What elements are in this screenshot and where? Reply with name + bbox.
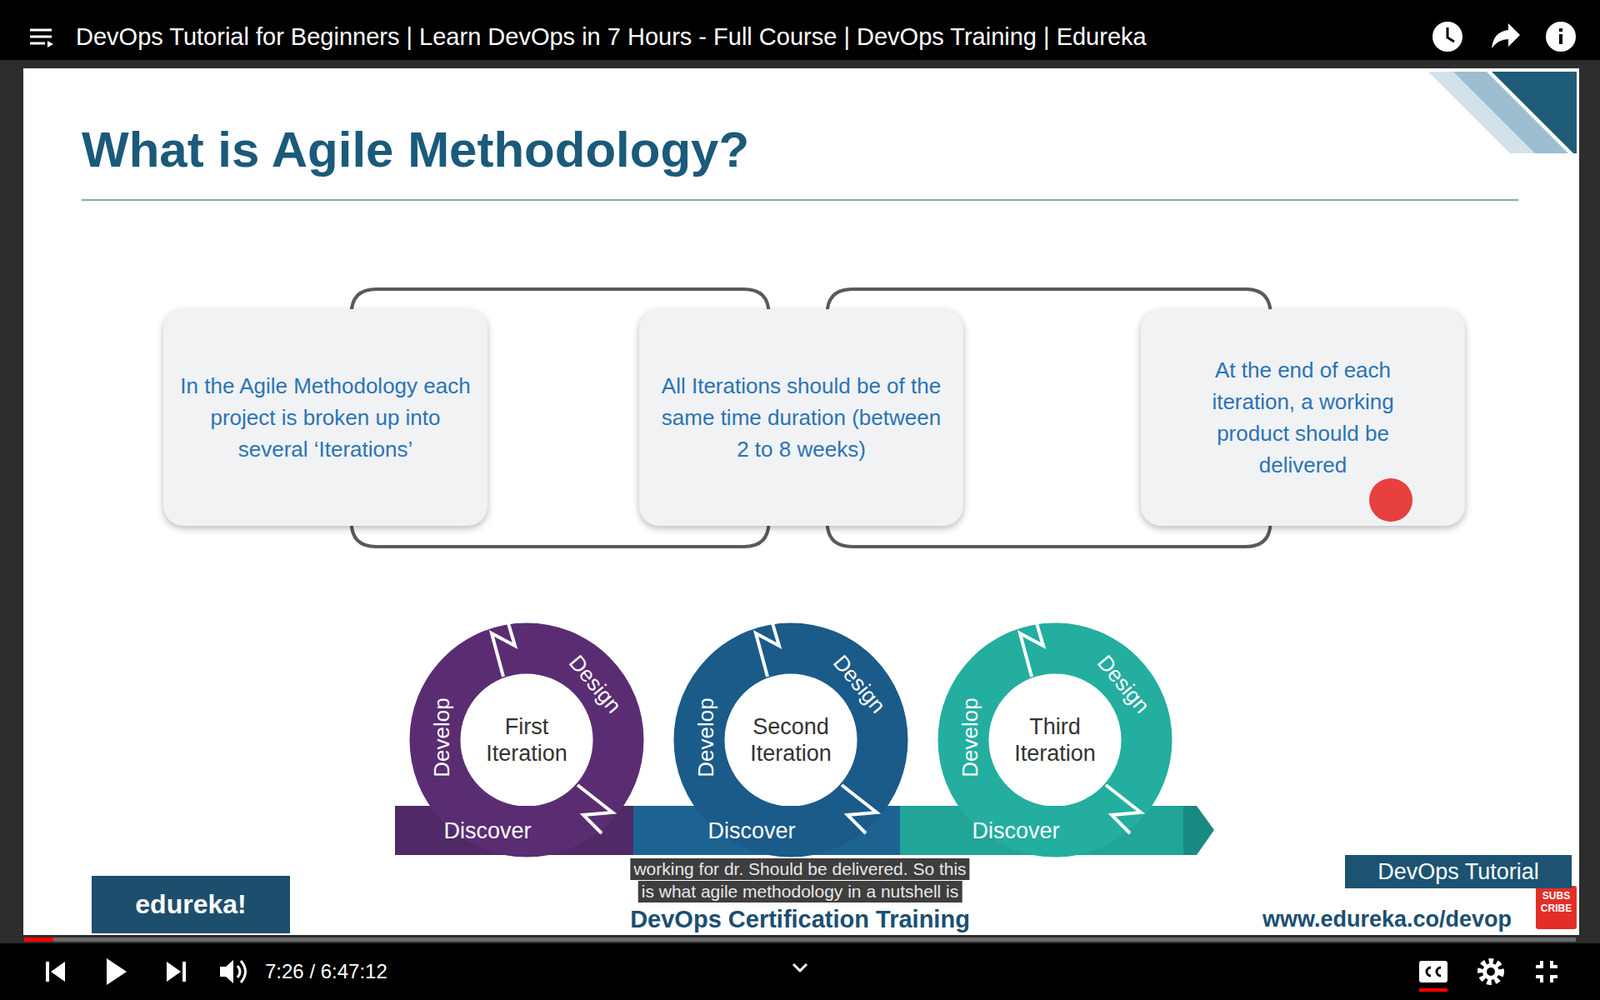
settings-icon: [1480, 961, 1501, 982]
footer-text: DevOps Certification Training: [508, 905, 1092, 934]
pointer-dot: [1369, 478, 1413, 522]
iteration-cycle: First IterationDesignDevelopDiscover: [409, 622, 645, 858]
subscribe-badge: [1535, 885, 1577, 930]
phase-label: Design: [827, 650, 891, 719]
iteration-name: Second Iteration: [728, 713, 854, 767]
clock-icon: [1432, 21, 1463, 52]
subtitle-line: is what agile methodology in a nutshell …: [638, 880, 963, 903]
playlist-icon: [30, 30, 54, 48]
iteration-cycle: Third IterationDesignDevelopDiscover: [937, 622, 1173, 858]
iteration-name: Third Iteration: [992, 713, 1118, 767]
phase-label: Discover: [443, 818, 531, 845]
captions-icon: [1419, 960, 1448, 992]
box-text: In the Agile Methodology each project is…: [180, 370, 472, 465]
fullscreen-exit-icon: [1535, 960, 1558, 983]
progress-track: [24, 937, 1576, 942]
iteration-cycle: Second IterationDesignDevelopDiscover: [673, 622, 909, 858]
process-box: At the end of each iteration, a working …: [1140, 309, 1465, 526]
pointer-dot: [1365, 475, 1416, 525]
iteration-ring: [435, 623, 619, 834]
share-icon: [1491, 23, 1520, 49]
play-icon: [106, 958, 127, 985]
iteration-name: First Iteration: [464, 713, 590, 767]
badge-text: SUBS: [1535, 890, 1577, 902]
box-text: At the end of each iteration, a working …: [1190, 354, 1416, 481]
footer-tag: DevOps Tutorial: [1345, 855, 1572, 889]
previous-icon: [45, 961, 65, 982]
control-bar: [0, 943, 1600, 1000]
info-icon: [1545, 21, 1576, 52]
time-display: 7:26 / 6:47:12: [265, 960, 388, 984]
iteration-ring: [963, 623, 1147, 834]
phase-label: Develop: [693, 697, 720, 777]
footer-url: www.edureka.co/devop: [1262, 906, 1512, 933]
phase-label: Develop: [957, 697, 984, 777]
process-box: All Iterations should be of the same tim…: [639, 309, 964, 526]
volume-icon: [220, 960, 246, 984]
chevron-icon: [793, 964, 807, 971]
slide: [23, 68, 1580, 935]
slide-title: What is Agile Methodology?: [81, 120, 750, 180]
iteration-ring: [699, 623, 883, 834]
logo-text: edureka!: [91, 875, 290, 934]
corner-decoration: [1428, 71, 1577, 154]
phase-label: Develop: [429, 697, 455, 777]
video-title: DevOps Tutorial for Beginners | Learn De…: [75, 22, 1147, 51]
next-icon: [166, 961, 186, 982]
phase-label: Discover: [971, 818, 1060, 845]
phase-label: Discover: [707, 818, 795, 845]
box-text: All Iterations should be of the same tim…: [655, 370, 948, 465]
top-bar: [0, 0, 1600, 60]
progress-played: [24, 937, 54, 942]
process-box: In the Agile Methodology each project is…: [163, 309, 488, 526]
subtitle-line: working for dr. Should be delivered. So …: [630, 858, 970, 880]
badge-text: CRIBE: [1535, 902, 1577, 915]
phase-label: Design: [563, 650, 627, 719]
phase-label: Design: [1091, 650, 1155, 719]
title-rule: [81, 199, 1519, 201]
